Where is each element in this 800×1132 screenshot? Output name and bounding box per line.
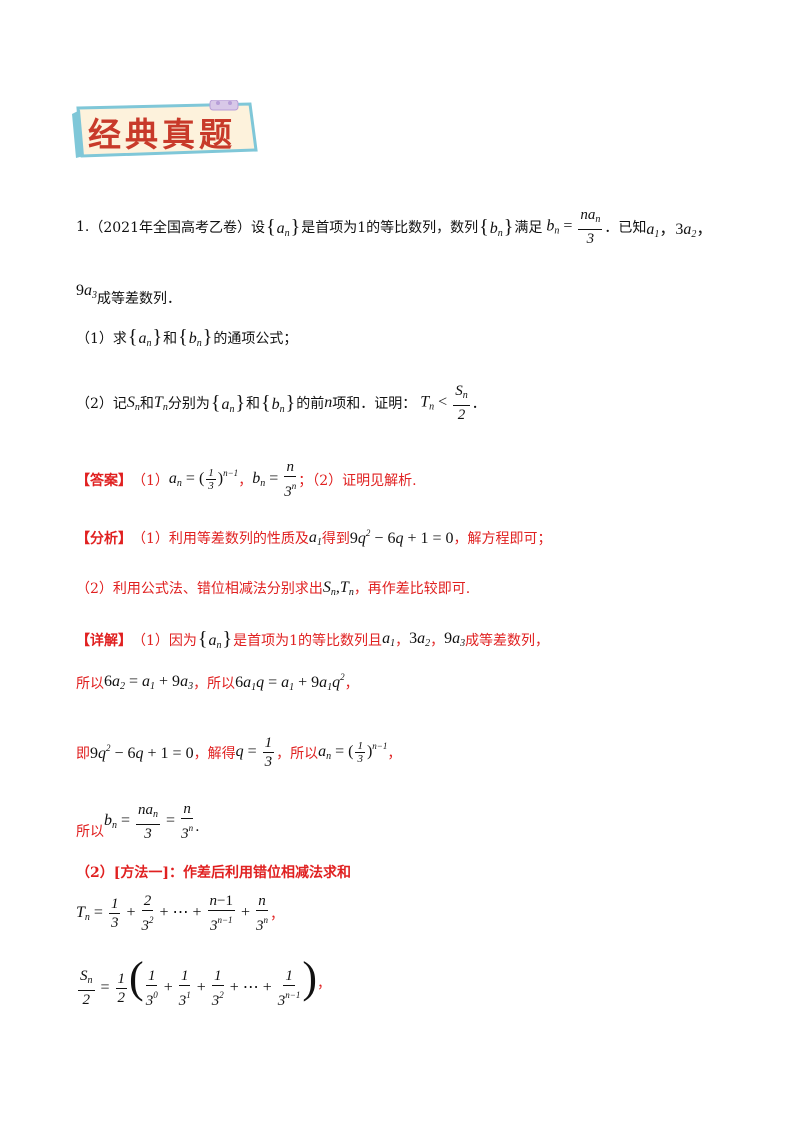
math-9a3: 9a3 bbox=[76, 281, 97, 301]
problem-line-1: 1. （2021年全国高考乙卷） 设 {an} 是首项为1的等比数列，数列 {b… bbox=[76, 206, 712, 248]
analysis-text: ，再作差比较即可. bbox=[353, 581, 471, 597]
math-seq-a: {an} bbox=[266, 215, 301, 239]
analysis-text: （2）利用公式法、错位相减法分别求出 bbox=[76, 581, 323, 597]
problem-text: 是首项为1的等比数列，数列 bbox=[301, 220, 479, 236]
question-text: 和 bbox=[139, 396, 154, 412]
question-text: 项和．证明： bbox=[332, 396, 417, 412]
question-text: 和 bbox=[246, 396, 261, 412]
math-seq-b: {bn} bbox=[479, 215, 514, 239]
problem-line-2: 9a3 成等差数列． bbox=[76, 274, 181, 308]
math-9a3: 9a3 bbox=[444, 630, 466, 649]
detail-line-2: 所以 6a2 = a1 + 9a3 ，所以 6a1q = a1 + 9a1q2 … bbox=[76, 672, 359, 693]
math-seq-a: {an} bbox=[210, 391, 246, 415]
analysis-line-2: （2）利用公式法、错位相减法分别求出 Sn,Tn ，再作差比较即可. bbox=[76, 578, 470, 598]
question-text: 的通项公式； bbox=[213, 330, 298, 347]
analysis-line-1: 【分析】 （1）利用等差数列的性质及 a1 得到 9q2 − 6q + 1 = … bbox=[76, 528, 552, 548]
detail-text: ，所以 bbox=[276, 745, 319, 762]
problem-number: 1. bbox=[76, 219, 90, 235]
detail-text: 所以 bbox=[76, 675, 104, 692]
math-seq-b: {bn} bbox=[261, 391, 296, 415]
detail-text: 是首项为1的等比数列且 bbox=[233, 632, 383, 649]
detail-text: 成等差数列， bbox=[465, 632, 550, 649]
math-seq-b: {bn} bbox=[178, 326, 213, 349]
math-n: n bbox=[324, 394, 333, 411]
question-label: （2）记 bbox=[76, 396, 127, 412]
math-eq-1: 6a2 = a1 + 9a3 bbox=[104, 673, 194, 692]
math-seq-a: {an} bbox=[197, 628, 233, 651]
problem-source: （2021年全国高考乙卷） bbox=[89, 220, 251, 236]
method-title: （2）[方法一]：作差后利用错位相减法求和 bbox=[76, 865, 351, 881]
detail-text: ，解得 bbox=[193, 745, 236, 762]
analysis-text: 得到 bbox=[321, 531, 350, 547]
answer-text: ；（2）证明见解析. bbox=[298, 472, 417, 489]
question-text: ． bbox=[471, 396, 486, 412]
math-quadratic: 9q2 − 6q + 1 = 0 bbox=[349, 528, 454, 547]
answer-tag: 【答案】 bbox=[76, 472, 132, 489]
problem-text: 成等差数列． bbox=[97, 291, 181, 307]
math-seq-a: {an} bbox=[127, 326, 163, 349]
detail-text: ， bbox=[344, 675, 359, 692]
math-quadratic: 9q2 − 6q + 1 = 0 bbox=[90, 742, 194, 762]
math-a1: a1 bbox=[308, 528, 322, 548]
math-Sn: Sn bbox=[126, 393, 140, 413]
banner-frame-icon bbox=[72, 100, 258, 158]
detail-text: ，所以 bbox=[193, 675, 236, 692]
question-2: （2）记 Sn 和 Tn 分别为 {an} 和 {bn} 的前 n 项和．证明：… bbox=[76, 382, 486, 424]
question-text: 分别为 bbox=[167, 396, 210, 412]
question-text: 和 bbox=[163, 330, 178, 347]
section-banner: 经典真题 bbox=[70, 100, 260, 158]
detail-text: ， bbox=[387, 745, 402, 762]
detail-text: 所以 bbox=[76, 823, 104, 840]
detail-text: . bbox=[195, 818, 200, 835]
answer-text: （1） bbox=[132, 472, 169, 489]
method-1-title: （2）[方法一]：作差后利用错位相减法求和 bbox=[76, 862, 351, 882]
method-text: ， bbox=[270, 906, 285, 923]
problem-text: 设 bbox=[251, 220, 265, 236]
detail-tag: 【详解】 bbox=[76, 632, 132, 649]
problem-text: ．已知 bbox=[604, 220, 647, 236]
math-a1: a1 bbox=[382, 630, 396, 649]
method-text: ， bbox=[317, 975, 332, 992]
problem-text: 满足 bbox=[514, 220, 543, 236]
analysis-text: ，解方程即可； bbox=[453, 531, 552, 547]
banner-title: 经典真题 bbox=[88, 115, 236, 154]
detail-line-1: 【详解】 （1）因为 {an} 是首项为1的等比数列且 a1 ， 3a2 ， 9… bbox=[76, 628, 549, 651]
detail-text: （1）因为 bbox=[132, 632, 197, 649]
math-eq-2: 6a1q = a1 + 9a1q2 bbox=[235, 672, 345, 693]
analysis-text: （1）利用等差数列的性质及 bbox=[132, 531, 309, 547]
question-label: （1）求 bbox=[76, 330, 127, 347]
math-Tn: Tn bbox=[153, 393, 168, 413]
detail-text: 即 bbox=[76, 745, 90, 762]
analysis-tag: 【分析】 bbox=[76, 531, 132, 547]
math-Sn-Tn: Sn,Tn bbox=[322, 578, 354, 598]
math-3a2: 3a2 bbox=[409, 630, 431, 649]
math-a1: a1，3a2， bbox=[646, 220, 713, 240]
question-1: （1）求 {an} 和 {bn} 的通项公式； bbox=[76, 326, 297, 349]
detail-text: ， bbox=[430, 632, 445, 649]
answer-text: ， bbox=[238, 472, 253, 489]
detail-text: ， bbox=[395, 632, 410, 649]
question-text: 的前 bbox=[296, 396, 325, 412]
